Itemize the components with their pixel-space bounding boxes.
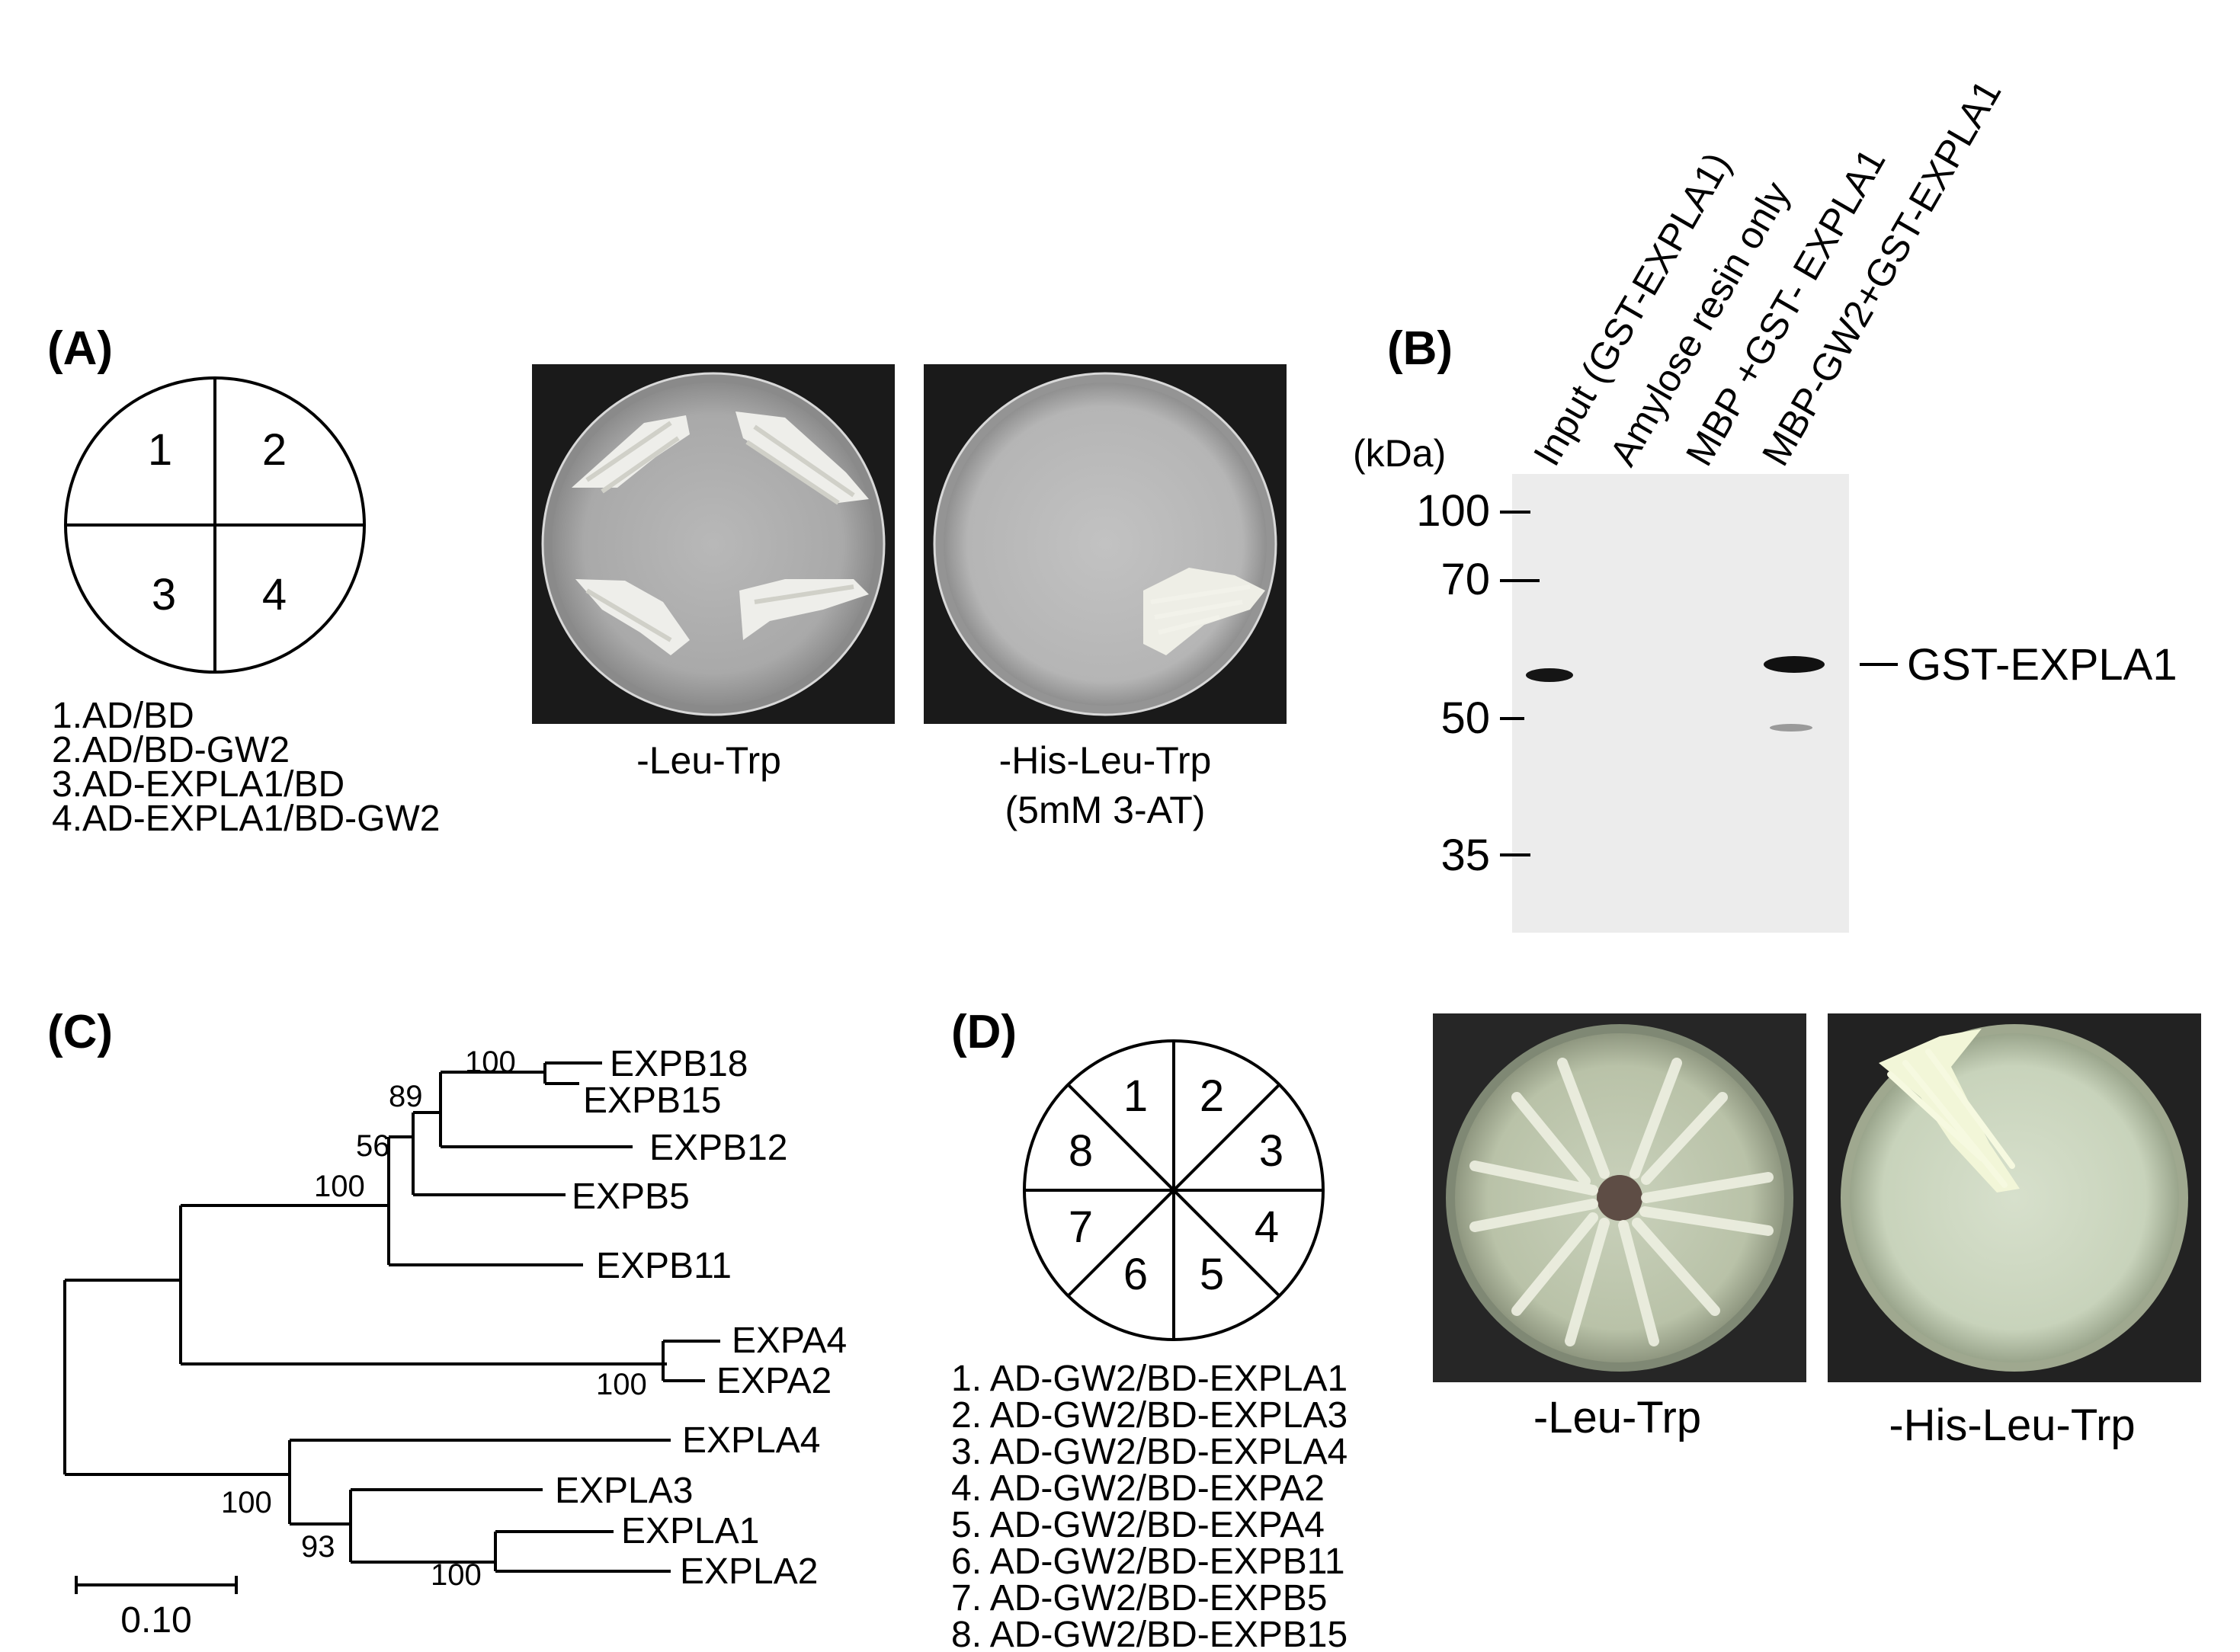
legend-item: 6. AD-GW2/BD-EXPB11 xyxy=(951,1542,1345,1582)
mw-marker: 100 xyxy=(1416,486,1490,536)
bootstrap-value: 100 xyxy=(431,1558,482,1592)
panel-b: (B) (kDa) Input (GST-EXPLA1) Amylose res… xyxy=(1353,73,2178,933)
plate-photo-leu-trp-d xyxy=(1433,1013,1806,1382)
panel-a-legend: 1.AD/BD 2.AD/BD-GW2 3.AD-EXPLA1/BD 4.AD-… xyxy=(52,696,440,839)
tree-taxa: EXPB18 EXPB15 EXPB12 EXPB5 EXPB11 EXPA4 … xyxy=(555,1044,847,1592)
taxon-label: EXPA4 xyxy=(732,1321,847,1361)
bootstrap-value: 56 xyxy=(356,1129,390,1163)
panel-c: (C) xyxy=(47,1006,847,1641)
blot-band xyxy=(1526,668,1573,682)
plate-caption: -Leu-Trp xyxy=(636,739,781,782)
taxon-label: EXPLA1 xyxy=(621,1511,759,1551)
panel-c-label: (C) xyxy=(47,1006,113,1058)
bootstrap-value: 93 xyxy=(301,1530,335,1564)
sector-number: 7 xyxy=(1069,1202,1093,1252)
panel-d-label: (D) xyxy=(951,1006,1017,1058)
taxon-label: EXPLA3 xyxy=(555,1471,693,1511)
plate-photo-leu-trp-a xyxy=(532,364,895,724)
taxon-label: EXPLA4 xyxy=(682,1420,820,1461)
sector-number: 4 xyxy=(1255,1202,1279,1252)
legend-item: 4.AD-EXPLA1/BD-GW2 xyxy=(52,799,440,839)
bootstrap-value: 100 xyxy=(596,1368,647,1401)
bootstrap-value: 100 xyxy=(314,1170,365,1203)
taxon-label: EXPB15 xyxy=(583,1081,721,1121)
panel-d: (D) 1 2 3 4 5 6 7 8 1. AD-GW2/BD-EXPLA1 … xyxy=(951,1006,2201,1652)
bootstrap-value: 100 xyxy=(221,1486,272,1519)
legend-item: 2.AD/BD-GW2 xyxy=(52,730,290,770)
panel-a-sector-diagram: 1 2 3 4 xyxy=(64,376,366,674)
sector-number: 2 xyxy=(1200,1071,1224,1121)
mw-markers: 100 70 50 35 xyxy=(1416,486,1540,880)
legend-item: 5. AD-GW2/BD-EXPA4 xyxy=(951,1505,1325,1545)
plate-caption: -His-Leu-Trp xyxy=(999,739,1212,782)
plate-caption: -Leu-Trp xyxy=(1533,1393,1701,1442)
legend-item: 2. AD-GW2/BD-EXPLA3 xyxy=(951,1395,1348,1436)
blot-band xyxy=(1764,656,1825,673)
plate-photo-his-leu-trp-d xyxy=(1828,1013,2201,1382)
sector-number: 5 xyxy=(1200,1250,1224,1299)
legend-item: 4. AD-GW2/BD-EXPA2 xyxy=(951,1468,1325,1509)
sector-number: 4 xyxy=(262,570,287,620)
bootstrap-value: 100 xyxy=(465,1045,516,1079)
mw-marker: 70 xyxy=(1440,555,1490,604)
sector-number: 8 xyxy=(1069,1126,1093,1176)
panel-d-sector-diagram: 1 2 3 4 5 6 7 8 xyxy=(1023,1039,1325,1341)
taxon-label: EXPA2 xyxy=(716,1361,832,1401)
plate-photo-his-leu-trp-a xyxy=(924,364,1287,724)
kda-unit-label: (kDa) xyxy=(1353,432,1446,475)
western-blot xyxy=(1512,474,1849,933)
legend-item: 1.AD/BD xyxy=(52,696,194,736)
legend-item: 7. AD-GW2/BD-EXPB5 xyxy=(951,1578,1327,1618)
taxon-label: EXPLA2 xyxy=(680,1551,818,1592)
mw-marker: 50 xyxy=(1440,693,1490,743)
taxon-label: EXPB12 xyxy=(649,1128,787,1168)
band-label: GST-EXPLA1 xyxy=(1907,640,2178,690)
panel-b-label: (B) xyxy=(1387,322,1453,375)
scale-bar: 0.10 xyxy=(75,1576,238,1641)
sector-number: 1 xyxy=(1123,1071,1148,1121)
legend-item: 3. AD-GW2/BD-EXPLA4 xyxy=(951,1432,1348,1472)
taxon-label: EXPB18 xyxy=(610,1044,748,1084)
panel-a: (A) 1 2 3 4 1.AD/BD 2.AD/BD-GW2 3.AD-EXP… xyxy=(47,322,1287,839)
bootstrap-values: 100 89 56 100 100 100 93 100 xyxy=(221,1045,647,1592)
phylogenetic-tree xyxy=(63,1061,720,1573)
legend-item: 8. AD-GW2/BD-EXPB15 xyxy=(951,1615,1348,1652)
bootstrap-value: 89 xyxy=(389,1080,423,1113)
sector-number: 3 xyxy=(152,570,176,620)
sector-number: 1 xyxy=(148,425,172,475)
legend-item: 3.AD-EXPLA1/BD xyxy=(52,764,344,805)
plate-caption: -His-Leu-Trp xyxy=(1889,1401,2135,1450)
taxon-label: EXPB5 xyxy=(572,1177,690,1217)
sector-number: 2 xyxy=(262,425,287,475)
sector-number: 6 xyxy=(1123,1250,1148,1299)
panel-a-label: (A) xyxy=(47,322,113,375)
plate-caption-condition: (5mM 3-AT) xyxy=(1005,789,1206,831)
sector-number: 3 xyxy=(1259,1126,1283,1176)
mw-marker: 35 xyxy=(1440,831,1490,880)
legend-item: 1. AD-GW2/BD-EXPLA1 xyxy=(951,1359,1348,1399)
scale-bar-label: 0.10 xyxy=(120,1600,191,1641)
taxon-label: EXPB11 xyxy=(596,1246,732,1286)
panel-d-legend: 1. AD-GW2/BD-EXPLA1 2. AD-GW2/BD-EXPLA3 … xyxy=(951,1359,1348,1652)
blot-band xyxy=(1770,724,1812,732)
